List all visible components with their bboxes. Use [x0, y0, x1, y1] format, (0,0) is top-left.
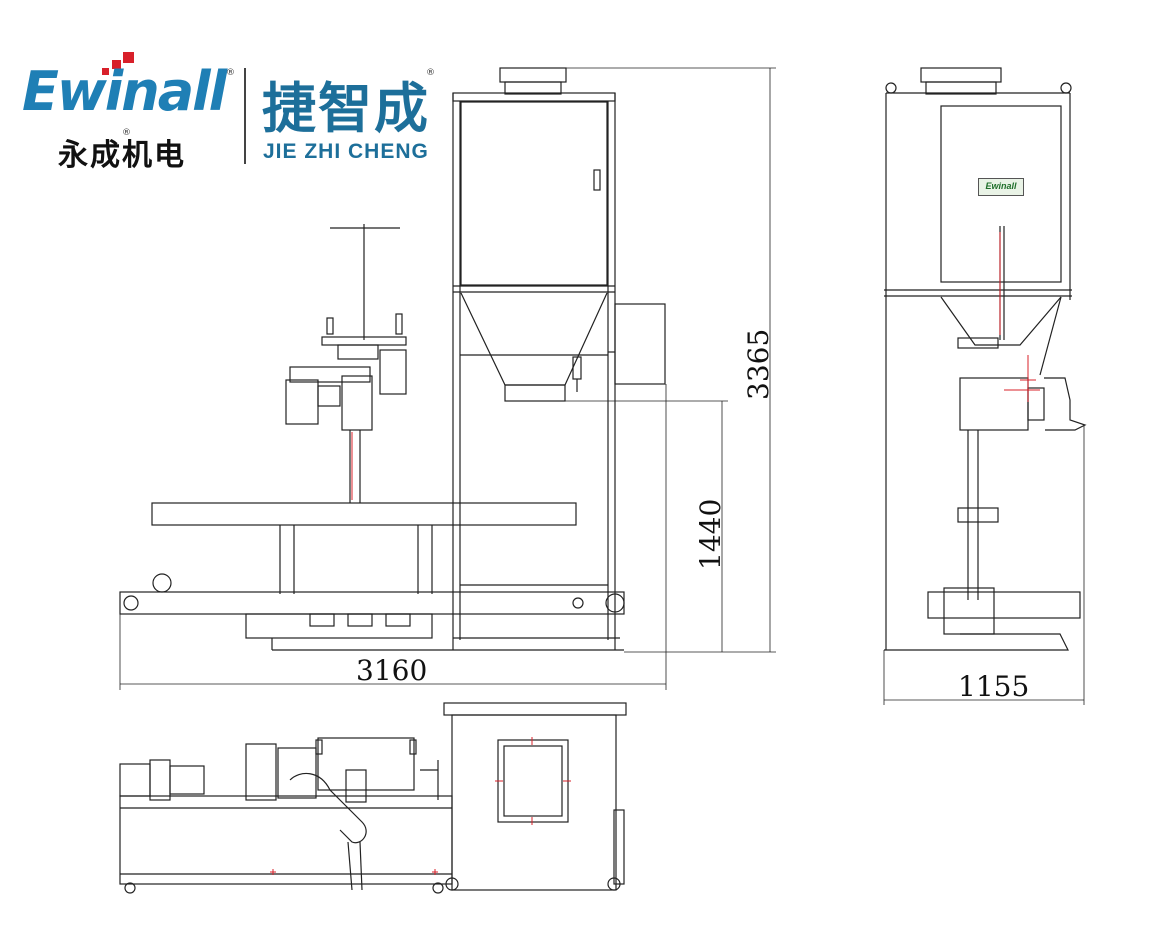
dimension-front-width: 3160 — [356, 654, 428, 687]
logo-red-square-1 — [112, 60, 121, 69]
dimension-front-height: 3365 — [742, 328, 775, 400]
dimension-side-width: 1155 — [958, 670, 1030, 703]
logo-red-square-3 — [102, 68, 109, 75]
side-view-brand-badge: Ewinall — [978, 178, 1024, 196]
logo-registered-mark-1: ® — [226, 68, 235, 78]
logo-divider — [244, 68, 246, 164]
top-view — [119, 702, 627, 894]
logo-red-square-2 — [123, 52, 134, 63]
dimension-discharge-height: 1440 — [694, 498, 727, 570]
logo-registered-mark-2: ® — [122, 128, 131, 138]
side-view — [883, 67, 1087, 705]
front-view — [119, 67, 776, 690]
logo-registered-mark-3: ® — [426, 68, 435, 78]
logo-chinese-brand: 捷智成 — [262, 77, 430, 140]
logo-pinyin: JIE ZHI CHENG — [263, 140, 429, 163]
logo-ewinall: Ewinall — [22, 60, 227, 123]
logo-chinese-name: 永成机电 — [58, 138, 186, 173]
